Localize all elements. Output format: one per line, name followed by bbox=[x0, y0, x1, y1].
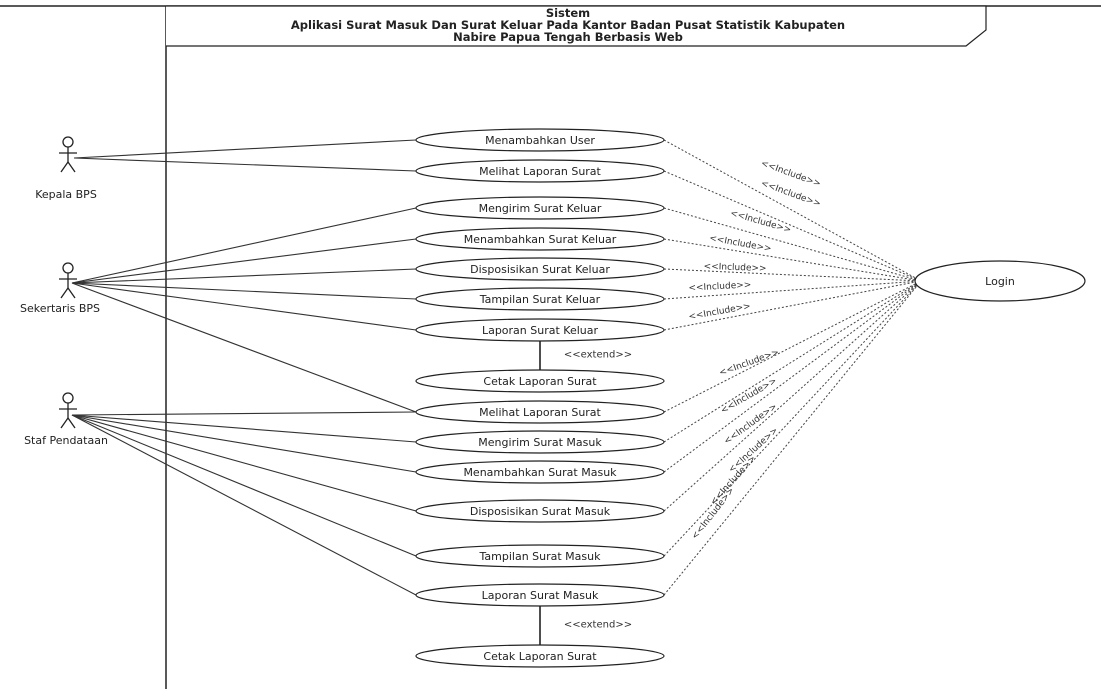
include-line bbox=[663, 139, 922, 282]
actors: Kepala BPS Sekertaris BPS Staf Pendataan bbox=[20, 136, 108, 447]
include-line bbox=[663, 280, 922, 557]
association-line bbox=[71, 414, 417, 443]
use-case-label: Login bbox=[985, 275, 1015, 288]
use-case-label: Laporan Surat Masuk bbox=[482, 589, 599, 602]
use-case-ellipse bbox=[415, 369, 665, 393]
include-line bbox=[663, 280, 922, 512]
use-case-uc1: Menambahkan User bbox=[415, 128, 665, 152]
association-line bbox=[73, 139, 417, 159]
include-line bbox=[663, 280, 922, 596]
use-case-uc13: Tampilan Surat Masuk bbox=[415, 544, 665, 568]
use-case-uc12: Disposisikan Surat Masuk bbox=[415, 499, 665, 523]
include-line bbox=[663, 280, 922, 300]
use-case-ellipse bbox=[415, 257, 665, 281]
use-case-ellipse bbox=[415, 128, 665, 152]
association-line bbox=[71, 411, 417, 416]
use-case-label: Tampilan Surat Masuk bbox=[479, 550, 602, 563]
actor-head bbox=[62, 136, 74, 148]
actor-staf: Staf Pendataan bbox=[24, 392, 108, 447]
include-line bbox=[663, 280, 922, 413]
use-case-label: Mengirim Surat Masuk bbox=[478, 436, 602, 449]
use-case-uc7: Laporan Surat Keluar bbox=[415, 318, 665, 342]
use-case-ellipse bbox=[415, 318, 665, 342]
include-line bbox=[663, 280, 922, 443]
use-case-label: Laporan Surat Keluar bbox=[482, 324, 599, 337]
actor-name: Sekertaris BPS bbox=[20, 302, 100, 315]
use-case-label: Menambahkan User bbox=[485, 134, 595, 147]
include-line bbox=[663, 207, 922, 282]
use-case-ellipse bbox=[415, 583, 665, 607]
use-case-ellipse bbox=[415, 227, 665, 251]
association-line bbox=[71, 414, 417, 512]
association-line bbox=[73, 157, 417, 172]
association-line bbox=[71, 414, 417, 473]
use-case-uc2: Melihat Laporan Surat bbox=[415, 159, 665, 183]
system-boundary: Sistem Aplikasi Surat Masuk Dan Surat Ke… bbox=[165, 5, 987, 689]
association-line bbox=[71, 282, 417, 300]
include-label: <<Include>> bbox=[688, 280, 751, 293]
use-case-ellipse bbox=[415, 159, 665, 183]
include-lines: <<Include>><<Include>><<Include>><<Inclu… bbox=[663, 139, 922, 596]
use-case-label: Cetak Laporan Surat bbox=[483, 375, 597, 388]
actor-name: Staf Pendataan bbox=[24, 434, 108, 447]
use-case-login: Login bbox=[914, 260, 1086, 302]
system-title-line-1: Aplikasi Surat Masuk Dan Surat Keluar Pa… bbox=[291, 18, 845, 32]
use-case-label: Tampilan Surat Keluar bbox=[479, 293, 601, 306]
actor-sekretaris: Sekertaris BPS bbox=[20, 262, 100, 315]
association-lines bbox=[71, 139, 417, 596]
use-case-ellipse bbox=[415, 544, 665, 568]
use-case-ellipse bbox=[415, 287, 665, 311]
use-case-ellipse bbox=[415, 400, 665, 424]
extend-lines: <<extend>> <<extend>> bbox=[539, 341, 632, 645]
system-label: Sistem bbox=[546, 6, 590, 20]
use-case-uc3: Mengirim Surat Keluar bbox=[415, 196, 665, 220]
include-line bbox=[663, 280, 922, 473]
use-case-label: Menambahkan Surat Masuk bbox=[463, 466, 617, 479]
use-case-uc6: Tampilan Surat Keluar bbox=[415, 287, 665, 311]
include-line bbox=[663, 238, 922, 282]
use-case-uc5: Disposisikan Surat Keluar bbox=[415, 257, 665, 281]
use-case-uc4: Menambahkan Surat Keluar bbox=[415, 227, 665, 251]
actor-head bbox=[62, 262, 74, 274]
association-line bbox=[71, 238, 417, 284]
association-line bbox=[71, 282, 417, 413]
extend-label: <<extend>> bbox=[564, 350, 632, 361]
use-case-uc15: Cetak Laporan Surat bbox=[415, 644, 665, 668]
association-line bbox=[71, 207, 417, 284]
include-line bbox=[663, 268, 922, 282]
use-case-uc11: Menambahkan Surat Masuk bbox=[415, 460, 665, 484]
association-line bbox=[71, 414, 417, 557]
actor-name: Kepala BPS bbox=[35, 188, 97, 201]
actor-kepala: Kepala BPS bbox=[35, 136, 97, 201]
extend-label: <<extend>> bbox=[564, 620, 632, 631]
use-case-label: Mengirim Surat Keluar bbox=[479, 202, 602, 215]
use-case-ellipse bbox=[415, 644, 665, 668]
include-line bbox=[663, 170, 922, 282]
use-case-uc14: Laporan Surat Masuk bbox=[415, 583, 665, 607]
use-case-ellipse bbox=[415, 196, 665, 220]
use-case-label: Disposisikan Surat Keluar bbox=[470, 263, 610, 276]
use-case-label: Disposisikan Surat Masuk bbox=[470, 505, 611, 518]
use-case-ellipse bbox=[415, 499, 665, 523]
use-case-label: Cetak Laporan Surat bbox=[483, 650, 597, 663]
use-case-label: Melihat Laporan Surat bbox=[479, 406, 601, 419]
system-title-line-2: Nabire Papua Tengah Berbasis Web bbox=[453, 30, 683, 44]
association-line bbox=[71, 282, 417, 331]
association-line bbox=[71, 268, 417, 284]
use-case-label: Menambahkan Surat Keluar bbox=[464, 233, 617, 246]
use-case-uc9: Melihat Laporan Surat bbox=[415, 400, 665, 424]
actor-head bbox=[62, 392, 74, 404]
include-label: <<Include>> bbox=[718, 348, 781, 379]
use-case-uc8: Cetak Laporan Surat bbox=[415, 369, 665, 393]
association-line bbox=[71, 414, 417, 596]
use-case-ellipse bbox=[415, 430, 665, 454]
system-label-box bbox=[166, 5, 987, 47]
use-case-label: Melihat Laporan Surat bbox=[479, 165, 601, 178]
use-case-ellipse bbox=[415, 460, 665, 484]
use-case-ellipse bbox=[914, 260, 1086, 302]
include-label: <<Include>> bbox=[703, 262, 766, 274]
use-case-uc10: Mengirim Surat Masuk bbox=[415, 430, 665, 454]
